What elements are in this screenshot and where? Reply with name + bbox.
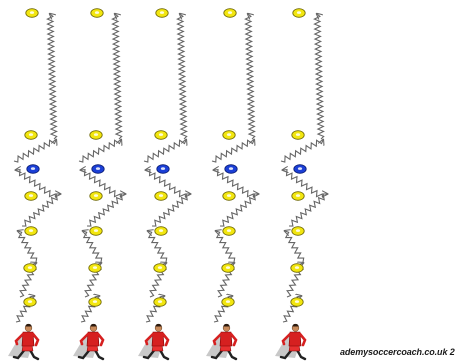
dribble-path-lane-4-5 xyxy=(214,170,255,199)
dribble-path-lane-4-6 xyxy=(211,140,254,163)
dribble-path-lane-1-7 xyxy=(46,14,58,140)
dribble-path-lane-3-7 xyxy=(176,14,188,140)
cone-yellow-lane-3-4 xyxy=(154,191,168,201)
cone-yellow-lane-5-4 xyxy=(291,191,305,201)
watermark-text: ademysoccercoach.co.uk 2 xyxy=(340,347,455,357)
dribble-path-lane-2-4 xyxy=(86,194,125,227)
dribble-path-lane-2-5 xyxy=(81,170,122,199)
cone-yellow-lane-3-7 xyxy=(153,297,167,307)
dribble-path-lane-4-4 xyxy=(219,194,258,227)
cone-yellow-lane-4-2 xyxy=(222,130,236,140)
dribble-path-lane-4-7 xyxy=(244,14,256,140)
dribble-path-lane-2-6 xyxy=(78,140,121,163)
cone-yellow-lane-4-1 xyxy=(223,8,237,18)
cone-yellow-lane-2-1 xyxy=(90,8,104,18)
dribble-path-lane-5-6 xyxy=(280,140,323,163)
cone-yellow-lane-2-2 xyxy=(89,130,103,140)
dribble-path-lane-1-4 xyxy=(21,194,60,227)
dribble-path-lane-1-6 xyxy=(13,140,56,163)
cone-yellow-lane-5-1 xyxy=(292,8,306,18)
dribble-path-lane-5-5 xyxy=(283,170,324,199)
cone-blue-lane-2-3 xyxy=(91,164,105,174)
player-icon-lane-5 xyxy=(275,323,307,361)
player-icon-lane-1 xyxy=(8,323,40,361)
cone-yellow-lane-2-4 xyxy=(89,191,103,201)
cone-yellow-lane-5-2 xyxy=(291,130,305,140)
cone-blue-lane-4-3 xyxy=(224,164,238,174)
cone-yellow-lane-4-7 xyxy=(221,297,235,307)
cone-yellow-lane-4-6 xyxy=(221,263,235,273)
player-icon-lane-2 xyxy=(73,323,105,361)
cone-blue-lane-3-3 xyxy=(156,164,170,174)
cone-blue-lane-5-3 xyxy=(293,164,307,174)
cone-yellow-lane-2-5 xyxy=(89,226,103,236)
cone-yellow-lane-5-6 xyxy=(290,263,304,273)
cone-yellow-lane-3-1 xyxy=(155,8,169,18)
cone-yellow-lane-1-5 xyxy=(24,226,38,236)
cone-yellow-lane-5-7 xyxy=(290,297,304,307)
dribble-path-lane-4-3 xyxy=(216,231,236,263)
player-icon-lane-3 xyxy=(138,323,170,361)
cone-yellow-lane-4-5 xyxy=(222,226,236,236)
cone-yellow-lane-1-1 xyxy=(25,8,39,18)
cone-yellow-lane-4-4 xyxy=(222,191,236,201)
dribble-path-lane-1-5 xyxy=(16,170,57,199)
cone-yellow-lane-1-2 xyxy=(24,130,38,140)
cone-yellow-lane-5-5 xyxy=(291,226,305,236)
dribble-path-lane-3-4 xyxy=(151,194,190,227)
dribble-path-lane-5-4 xyxy=(288,194,327,227)
cone-yellow-lane-3-2 xyxy=(154,130,168,140)
dribble-path-lane-3-5 xyxy=(146,170,187,199)
dribble-path-lane-1-3 xyxy=(18,231,38,263)
cone-yellow-lane-2-6 xyxy=(88,263,102,273)
cone-yellow-lane-3-6 xyxy=(153,263,167,273)
dribble-path-lane-2-3 xyxy=(83,231,103,263)
cone-yellow-lane-1-7 xyxy=(23,297,37,307)
cone-blue-lane-1-3 xyxy=(26,164,40,174)
cone-yellow-lane-1-4 xyxy=(24,191,38,201)
dribble-path-lane-5-7 xyxy=(313,14,325,140)
dribble-path-lane-3-3 xyxy=(148,231,168,263)
cone-yellow-lane-2-7 xyxy=(88,297,102,307)
cone-yellow-lane-3-5 xyxy=(154,226,168,236)
dribble-path-lane-3-6 xyxy=(143,140,186,163)
dribble-path-lane-5-3 xyxy=(285,231,305,263)
player-icon-lane-4 xyxy=(206,323,238,361)
cone-yellow-lane-1-6 xyxy=(23,263,37,273)
dribble-path-lane-2-7 xyxy=(111,14,123,140)
